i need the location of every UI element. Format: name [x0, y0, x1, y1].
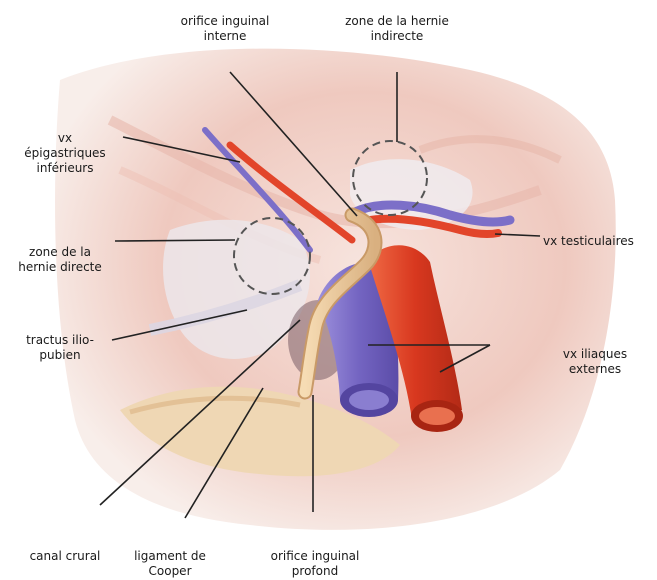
label-zone-hernie-directe: zone de la hernie directe	[5, 245, 115, 275]
label-ligament-de-cooper: ligament de Cooper	[120, 549, 220, 579]
label-zone-hernie-indirecte: zone de la hernie indirecte	[322, 14, 472, 44]
label-tractus-ilio-pubien: tractus ilio- pubien	[10, 333, 110, 363]
label-orifice-inguinal-profond: orifice inguinal profond	[245, 549, 385, 579]
label-canal-crural: canal crural	[15, 549, 115, 564]
label-vx-testiculaires: vx testiculaires	[543, 234, 655, 249]
label-vx-iliaques-externes: vx iliaques externes	[545, 347, 645, 377]
label-vx-epigastriques: vx épigastriques inférieurs	[15, 131, 115, 176]
label-orifice-inguinal-interne: orifice inguinal interne	[150, 14, 300, 44]
